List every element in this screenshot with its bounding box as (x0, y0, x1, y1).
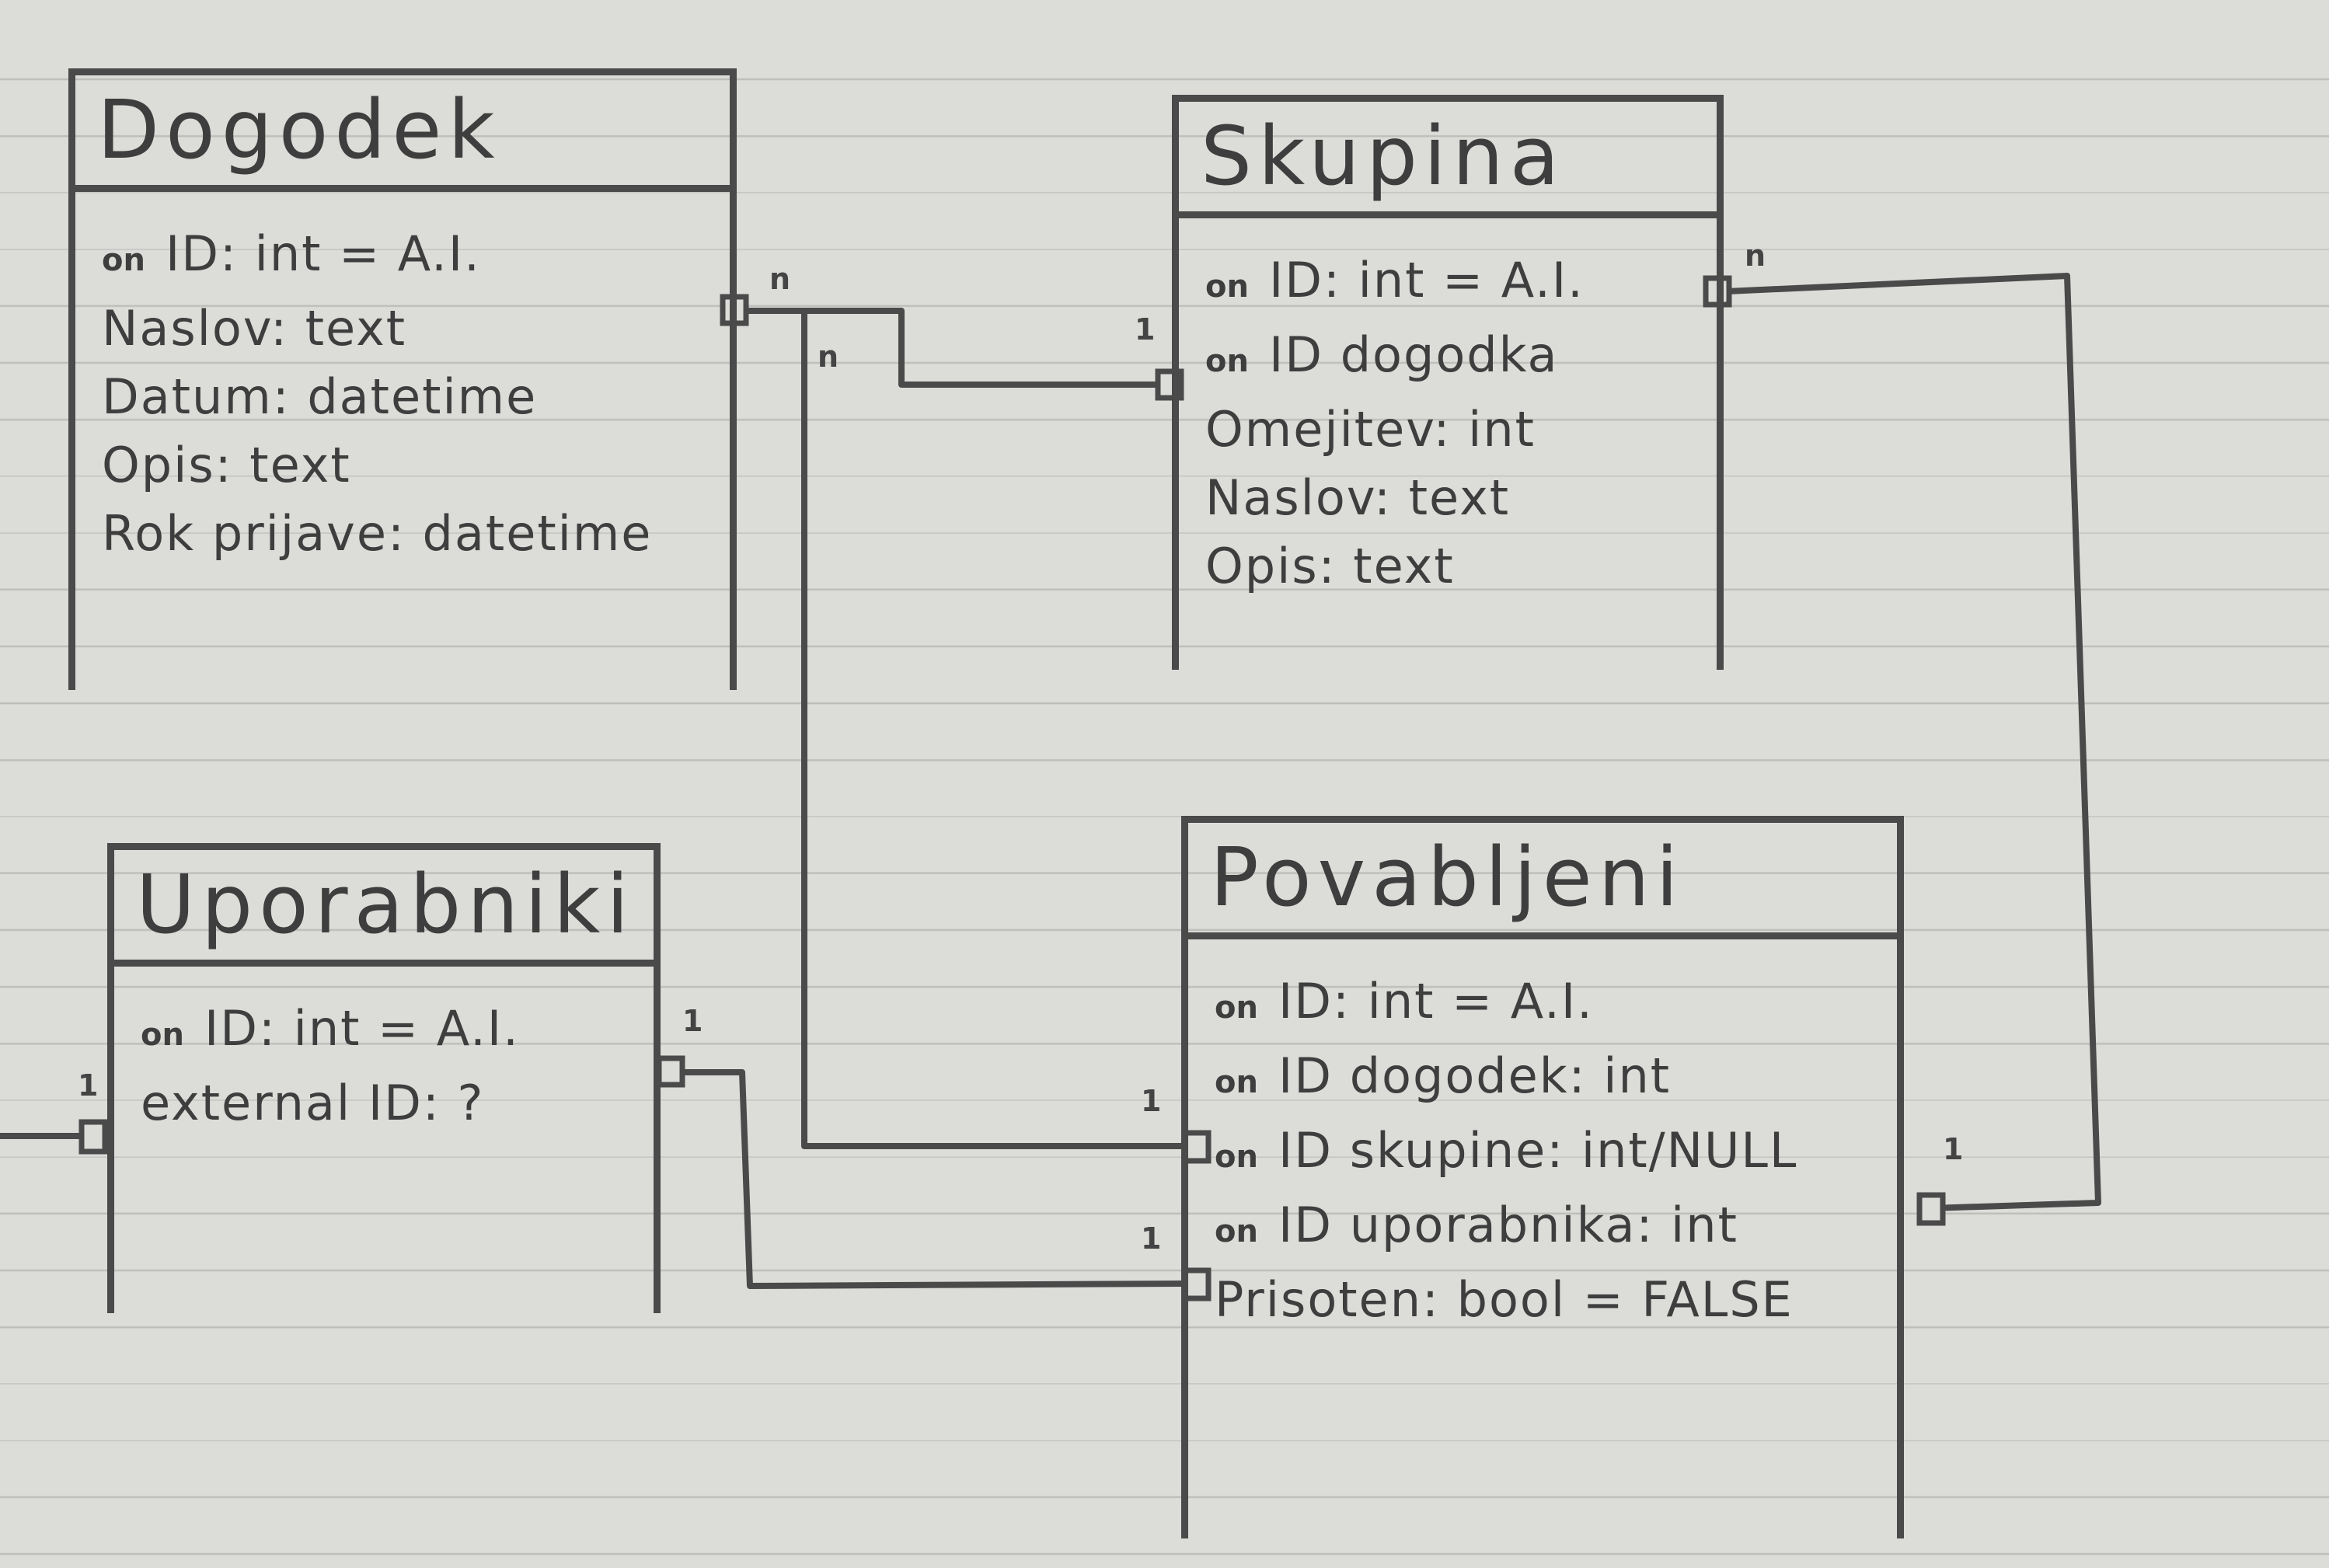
entity-title: Uporabniki (114, 850, 654, 967)
connector-povabljeni-dogodek (1182, 1130, 1212, 1164)
attribute-row: on ID: int = A.I. (1215, 967, 1897, 1042)
attribute-row: on ID skupine: int/NULL (1215, 1117, 1897, 1191)
cardinality-skupina-povabljeni: n (1745, 239, 1766, 273)
key-marker: on (1215, 1064, 1258, 1100)
entity-title: Dogodek (75, 75, 730, 192)
attribute-text: ID: int = A.I. (204, 1000, 520, 1057)
attribute-text: Omejitev: int (1205, 401, 1536, 458)
attribute-text: Prisoten: bool = FALSE (1215, 1271, 1794, 1328)
cardinality-uporabniki-left: 1 (78, 1068, 99, 1103)
connector-povabljeni-uporabnik (1182, 1267, 1212, 1301)
attribute-text: ID: int = A.I. (1278, 973, 1594, 1030)
relation-uporabniki-povabljeni (679, 1069, 1188, 1289)
cardinality-uporabniki-right: 1 (682, 1004, 703, 1038)
attribute-text: Naslov: text (102, 300, 407, 357)
attribute-text: ID dogodek: int (1278, 1047, 1672, 1104)
attribute-row: Rok prijave: datetime (102, 500, 730, 568)
attribute-row: Opis: text (102, 431, 730, 500)
attribute-text: ID: int = A.I. (1268, 252, 1585, 308)
relation-dogodek-povabljeni (801, 308, 1188, 1149)
cardinality-dogodek-povabljeni: n (818, 340, 839, 374)
attribute-row: on ID dogodek: int (1215, 1042, 1897, 1117)
attribute-row: external ID: ? (141, 1069, 654, 1138)
cardinality-dogodek-skupina: n (769, 262, 791, 296)
attribute-text: external ID: ? (141, 1075, 485, 1131)
cardinality-povabljeni-uporabnik: 1 (1141, 1221, 1162, 1256)
attribute-list: on ID: int = A.I. external ID: ? (114, 967, 654, 1138)
attribute-row: on ID uporabnika: int (1215, 1191, 1897, 1266)
cardinality-povabljeni-dogodek: 1 (1141, 1084, 1162, 1118)
connector-uporabniki-left (78, 1119, 108, 1155)
attribute-text: ID skupine: int/NULL (1278, 1122, 1798, 1179)
attribute-list: on ID: int = A.I. on ID dogodek: int on ID sk… (1188, 939, 1897, 1334)
key-marker: on (1215, 1214, 1258, 1249)
key-marker: on (102, 242, 145, 278)
cardinality-povabljeni-skupina: 1 (1943, 1132, 1964, 1166)
attribute-text: Datum: datetime (102, 368, 538, 425)
key-marker: on (1215, 990, 1258, 1026)
attribute-text: Opis: text (102, 437, 351, 493)
attribute-text: ID: int = A.I. (165, 225, 481, 282)
attribute-row: Datum: datetime (102, 363, 730, 431)
attribute-row: Naslov: text (1205, 464, 1717, 532)
connector-uporabniki-right (656, 1055, 685, 1088)
connector-povabljeni-skupina (1916, 1192, 1946, 1226)
attribute-row: Naslov: text (102, 294, 730, 363)
attribute-row: on ID dogodka (1205, 321, 1717, 395)
cardinality-skupina-fk: 1 (1135, 312, 1156, 347)
relation-skupina-povabljeni (1724, 273, 2101, 1211)
attribute-text: ID uporabnika: int (1278, 1197, 1738, 1253)
entity-uporabniki: Uporabniki on ID: int = A.I. external ID: … (107, 843, 661, 1313)
attribute-text: ID dogodka (1268, 326, 1559, 383)
attribute-row: on ID: int = A.I. (102, 220, 730, 294)
attribute-row: Opis: text (1205, 532, 1717, 601)
attribute-text: Naslov: text (1205, 469, 1511, 526)
attribute-text: Rok prijave: datetime (102, 505, 653, 562)
entity-title: Povabljeni (1188, 823, 1897, 939)
attribute-row: Prisoten: bool = FALSE (1215, 1266, 1897, 1334)
relation-dogodek-skupina (743, 308, 1161, 388)
entity-title: Skupina (1179, 102, 1717, 218)
attribute-row: Omejitev: int (1205, 395, 1717, 464)
key-marker: on (141, 1017, 184, 1053)
attribute-row: on ID: int = A.I. (1205, 246, 1717, 321)
attribute-row: on ID: int = A.I. (141, 995, 654, 1069)
attribute-text: Opis: text (1205, 538, 1455, 594)
entity-povabljeni: Povabljeni on ID: int = A.I. on ID dogodek:… (1181, 816, 1904, 1538)
key-marker: on (1205, 269, 1249, 305)
key-marker: on (1205, 343, 1249, 379)
key-marker: on (1215, 1139, 1258, 1175)
